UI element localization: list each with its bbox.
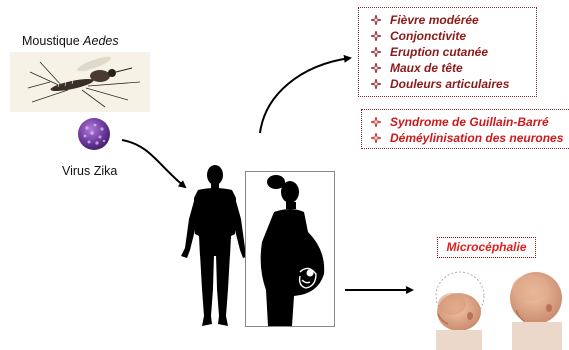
- symptom-text: Conjonctivite: [390, 29, 466, 43]
- virus-to-humans-arrow: [122, 140, 185, 187]
- symptom-text: Fièvre modérée: [390, 13, 479, 27]
- star-bullet-icon: [371, 63, 381, 73]
- neuro-text: Syndrome de Guillain-Barré: [390, 115, 549, 129]
- humans-to-symptoms-arrow: [260, 58, 350, 133]
- star-bullet-icon: [371, 31, 381, 41]
- man-silhouette: [178, 164, 252, 328]
- star-bullet-icon: [371, 47, 381, 57]
- star-bullet-icon: [371, 79, 381, 89]
- mosquito-label: Moustique Aedes: [22, 34, 119, 48]
- microcephaly-babies-illustration: [424, 264, 569, 350]
- symptom-item: Conjonctivite: [371, 28, 536, 44]
- symptoms-box: Fièvre modérée Conjonctivite Eruption cu…: [358, 7, 537, 97]
- mosquito-illustration: [10, 52, 150, 112]
- neurological-box: Syndrome de Guillain-Barré Déméylinisati…: [361, 109, 569, 149]
- symptom-item: Fièvre modérée: [371, 12, 536, 28]
- neuro-item: Syndrome de Guillain-Barré: [371, 114, 569, 130]
- star-bullet-icon: [371, 133, 381, 143]
- symptom-item: Douleurs articulaires: [371, 76, 536, 92]
- symptom-item: Eruption cutanée: [371, 44, 536, 60]
- symptom-text: Douleurs articulaires: [390, 77, 509, 91]
- star-bullet-icon: [371, 15, 381, 25]
- neuro-text: Déméylinisation des neurones: [390, 131, 563, 145]
- symptom-item: Maux de tête: [371, 60, 536, 76]
- star-bullet-icon: [371, 117, 381, 127]
- pregnant-woman-silhouette: [246, 172, 334, 326]
- virus-label: Virus Zika: [62, 164, 117, 178]
- symptom-text: Eruption cutanée: [390, 45, 488, 59]
- neuro-item: Déméylinisation des neurones: [371, 130, 569, 146]
- symptom-text: Maux de tête: [390, 61, 463, 75]
- virus-particle-icon: [77, 117, 111, 151]
- microcephaly-label: Microcéphalie: [437, 237, 536, 258]
